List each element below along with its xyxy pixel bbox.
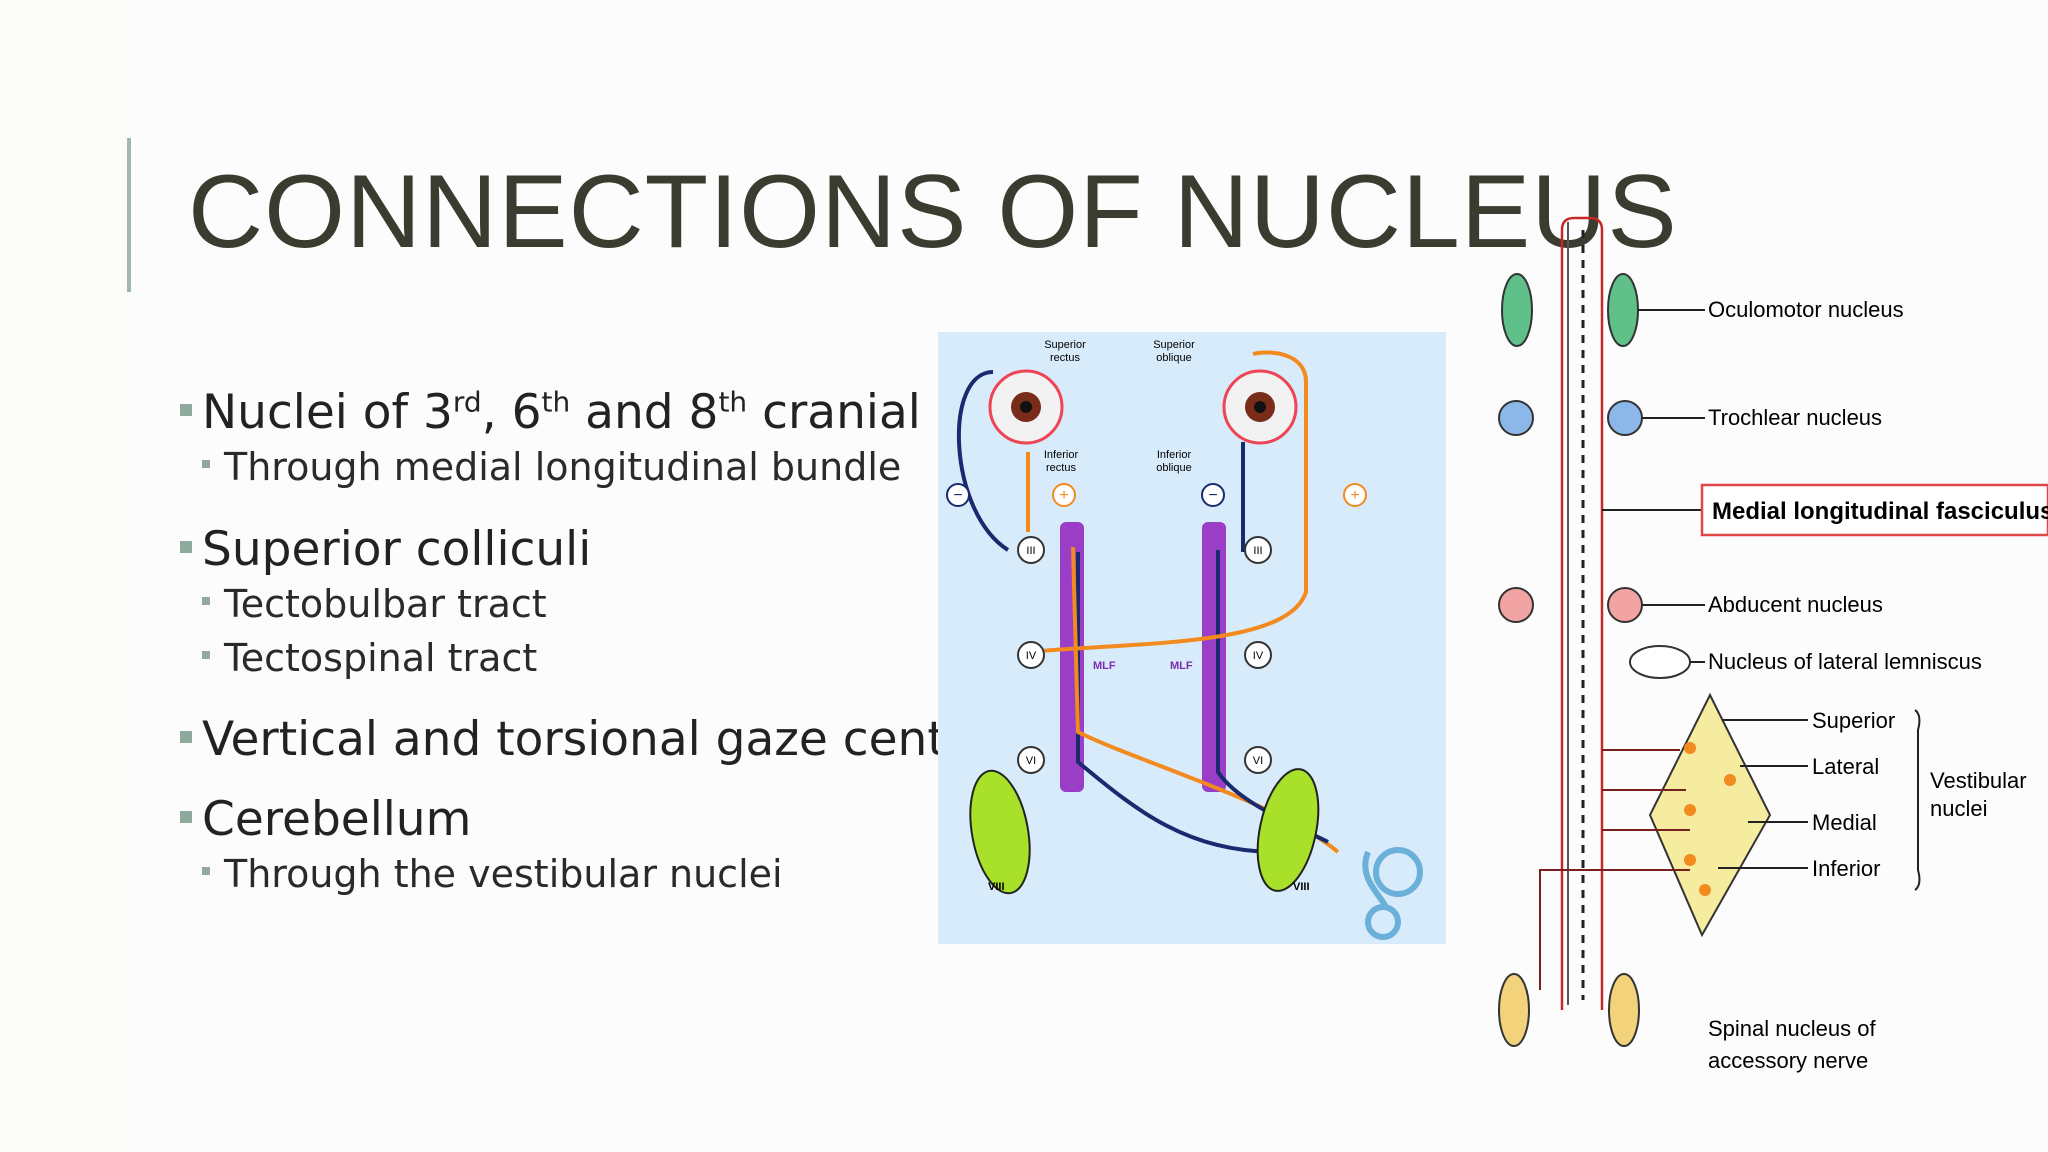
excite-marker-left: + (1052, 483, 1076, 507)
label-mlf-left: MLF (1093, 660, 1116, 672)
vestibular-nucleus-right (1256, 768, 1320, 892)
bullet-cerebellum: Cerebellum (180, 792, 471, 847)
trochlear-nucleus-left (1498, 400, 1534, 436)
vestibular-nucleus-left (969, 769, 1031, 895)
excite-marker-right: + (1343, 483, 1367, 507)
label-superior-oblique-2: oblique (1156, 352, 1191, 364)
label-superior: Superior (1812, 708, 1895, 733)
slide-title: CONNECTIONS OF NUCLEUS (188, 154, 1678, 270)
label-vestibular-1: Vestibular (1930, 768, 2027, 793)
label-medial: Medial (1812, 810, 1877, 835)
sub-bullet-marker (202, 459, 210, 468)
dot-4 (1684, 854, 1696, 866)
label-superior-oblique-1: Superior (1153, 339, 1195, 351)
bullet-marker (180, 730, 192, 743)
dot-1 (1684, 742, 1696, 754)
right-eye-icon (1222, 369, 1298, 445)
bullet-marker (180, 810, 192, 823)
trochlear-nucleus-right (1607, 400, 1643, 436)
svg-text:IV: IV (1026, 650, 1037, 662)
svg-text:+: + (1350, 487, 1359, 504)
label-superior-rectus-2: rectus (1050, 352, 1080, 364)
sub-bullet-marker (202, 650, 210, 659)
mlf-label-box (1700, 483, 2048, 537)
label-superior-rectus-1: Superior (1044, 339, 1086, 351)
label-mlf-right: MLF (1170, 660, 1193, 672)
pathway-orange-trochlear (1027, 350, 1308, 654)
dot-3 (1684, 804, 1696, 816)
bullet-marker (180, 540, 192, 553)
label-spinal-accessory-2: accessory nerve (1708, 1048, 1868, 1073)
inhibit-marker-left: − (946, 483, 970, 507)
title-accent-bar (127, 138, 131, 292)
vestibular-brace (1914, 709, 1921, 891)
svg-text:III: III (1026, 545, 1035, 557)
connector-inferior (1539, 869, 1690, 990)
label-viii-left: VIII (988, 881, 1005, 893)
label-mlf-box: Medial longitudinal fasciculus (1712, 498, 2048, 525)
svg-text:+: + (1059, 487, 1068, 504)
lateral-lemniscus-nucleus (1629, 645, 1691, 679)
mlf-nuclei-diagram: Oculomotor nucleus Trochlear nucleus Med… (1498, 216, 2048, 1073)
svg-text:VI: VI (1253, 755, 1263, 767)
label-trochlear: Trochlear nucleus (1708, 405, 1882, 430)
bullet-superior-colliculi: Superior colliculi (180, 522, 591, 577)
oculomotor-nucleus-left (1501, 273, 1533, 347)
mlf-column-right (1202, 522, 1226, 792)
bullet-marker (180, 403, 192, 416)
sub-bullet-mlb: Through medial longitudinal bundle (202, 445, 901, 489)
label-viii-right: VIII (1293, 881, 1310, 893)
sub-bullet-tectobulbar: Tectobulbar tract (202, 582, 547, 626)
dot-2 (1724, 774, 1736, 786)
mlf-red-tract (1560, 216, 1604, 1010)
svg-text:IV: IV (1253, 650, 1264, 662)
svg-text:III: III (1253, 545, 1262, 557)
svg-text:VI: VI (1026, 755, 1036, 767)
sub-bullet-marker (202, 596, 210, 605)
inner-ear-icon (1362, 847, 1423, 940)
label-lateral: Lateral (1812, 754, 1879, 779)
spinal-accessory-right (1608, 973, 1640, 1047)
label-inferior-rectus-2: rectus (1046, 462, 1076, 474)
nucleus-vi-right: VI (1244, 746, 1272, 774)
mlf-pathway-figure: III III IV IV VI VI VIII VIII MLF MLF Su… (938, 332, 1446, 944)
label-spinal-accessory-1: Spinal nucleus of (1708, 1016, 1876, 1041)
nucleus-vi-left: VI (1017, 746, 1045, 774)
label-inferior-rectus-1: Inferior (1044, 449, 1079, 461)
sub-bullet-marker (202, 866, 210, 875)
label-inferior: Inferior (1812, 856, 1880, 881)
oculomotor-nucleus-right (1607, 273, 1639, 347)
label-abducent: Abducent nucleus (1708, 592, 1883, 617)
label-vestibular-2: nuclei (1930, 796, 1987, 821)
label-inferior-oblique-1: Inferior (1157, 449, 1192, 461)
nucleus-iv-right: IV (1244, 641, 1272, 669)
vestibular-nuclei-diamond (1648, 692, 1772, 938)
svg-text:−: − (953, 487, 962, 504)
label-lateral-lemniscus: Nucleus of lateral lemniscus (1708, 649, 1982, 674)
bullet-gaze-centre: Vertical and torsional gaze centre (180, 712, 940, 767)
pathway-navy-oculomotor (956, 370, 1010, 552)
abducent-nucleus-left (1498, 587, 1534, 623)
nucleus-iv-left: IV (1017, 641, 1045, 669)
svg-text:−: − (1208, 487, 1217, 504)
spinal-accessory-left (1498, 973, 1530, 1047)
label-inferior-oblique-2: oblique (1156, 462, 1191, 474)
label-oculomotor: Oculomotor nucleus (1708, 297, 1904, 322)
bullet-list: Nuclei of 3rd, 6th and 8th cranial nerve… (180, 380, 940, 900)
inhibit-marker-right: − (1201, 483, 1225, 507)
dot-5 (1699, 884, 1711, 896)
nucleus-iii-left: III (1017, 536, 1045, 564)
left-eye-icon (988, 369, 1064, 445)
sub-bullet-tectospinal: Tectospinal tract (202, 636, 537, 680)
nucleus-iii-right: III (1244, 536, 1272, 564)
abducent-nucleus-right (1607, 587, 1643, 623)
sub-bullet-vestibular: Through the vestibular nuclei (202, 852, 783, 896)
bullet-cranial-nuclei: Nuclei of 3rd, 6th and 8th cranial nerve… (180, 385, 940, 440)
pathway-navy-left (1076, 552, 1279, 854)
